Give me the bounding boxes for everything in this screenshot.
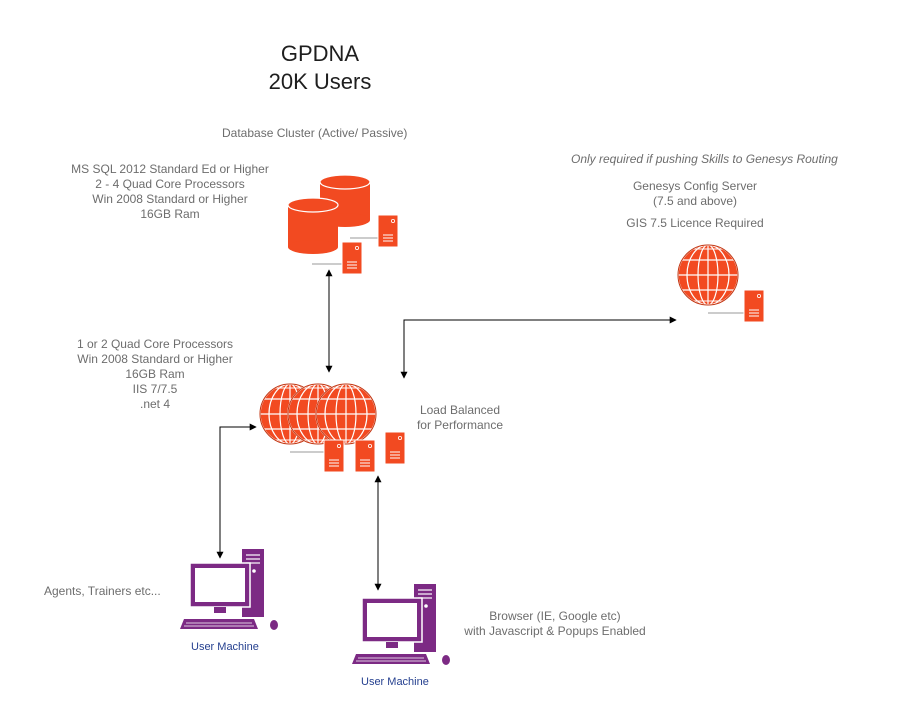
diagram-title: GPDNA 20K Users bbox=[220, 40, 420, 96]
web-server-tower-icon bbox=[323, 439, 345, 473]
database-cluster-icon bbox=[287, 174, 399, 275]
database-spec-line: MS SQL 2012 Standard Ed or Higher bbox=[71, 162, 269, 176]
web-server-tower-icon bbox=[354, 439, 376, 473]
web-spec-line: 1 or 2 Quad Core Processors bbox=[76, 337, 234, 351]
genesys-server-line: Genesys Config Server bbox=[632, 179, 758, 193]
genesys-note: Only required if pushing Skills to Genes… bbox=[571, 152, 838, 166]
genesys-server-line: (7.5 and above) bbox=[652, 194, 738, 208]
agents-label: Agents, Trainers etc... bbox=[44, 584, 161, 598]
genesys-server-icon bbox=[677, 244, 765, 323]
database-cylinder-front-icon bbox=[287, 197, 339, 254]
genesys-tower-icon bbox=[743, 289, 765, 323]
web-spec-line: 16GB Ram bbox=[125, 367, 185, 381]
lb-line: Load Balanced bbox=[419, 403, 501, 417]
user-machine-left-icon bbox=[179, 548, 279, 631]
user-machine-right-icon bbox=[351, 583, 451, 666]
db-server-tower-icon bbox=[341, 241, 363, 275]
genesys-server-label: Genesys Config Server (7.5 and above) bbox=[610, 179, 780, 209]
title-line-2: 20K Users bbox=[268, 69, 372, 94]
web-spec-line: IIS 7/7.5 bbox=[132, 382, 178, 396]
browser-line: Browser (IE, Google etc) bbox=[489, 609, 621, 623]
connector-web-left-client bbox=[216, 423, 257, 559]
connector-web-genesys bbox=[400, 316, 677, 379]
user-machine-left-label: User Machine bbox=[191, 641, 259, 653]
web-server-specs: 1 or 2 Quad Core Processors Win 2008 Sta… bbox=[40, 337, 270, 412]
lb-line: for Performance bbox=[416, 418, 504, 432]
database-spec-line: 16GB Ram bbox=[140, 207, 200, 221]
browser-line: with Javascript & Popups Enabled bbox=[464, 624, 646, 638]
db-server-tower-icon bbox=[377, 214, 399, 248]
database-spec-line: Win 2008 Standard or Higher bbox=[92, 192, 248, 206]
user-machine-right-label: User Machine bbox=[361, 676, 429, 688]
web-server-tower-icon bbox=[384, 431, 406, 465]
web-server-farm-icon bbox=[259, 383, 406, 473]
web-spec-line: Win 2008 Standard or Higher bbox=[77, 352, 233, 366]
load-balanced-label: Load Balanced for Performance bbox=[400, 403, 520, 433]
genesys-globe-icon bbox=[677, 244, 739, 306]
database-cluster-label: Database Cluster (Active/ Passive) bbox=[222, 126, 408, 140]
title-line-1: GPDNA bbox=[280, 41, 360, 66]
database-spec-line: 2 - 4 Quad Core Processors bbox=[95, 177, 245, 191]
web-globe-icon bbox=[315, 383, 377, 445]
database-specs: MS SQL 2012 Standard Ed or Higher 2 - 4 … bbox=[50, 162, 290, 222]
web-spec-line: .net 4 bbox=[139, 397, 171, 411]
genesys-licence-label: GIS 7.5 Licence Required bbox=[626, 216, 764, 230]
browser-requirements: Browser (IE, Google etc) with Javascript… bbox=[445, 609, 665, 639]
